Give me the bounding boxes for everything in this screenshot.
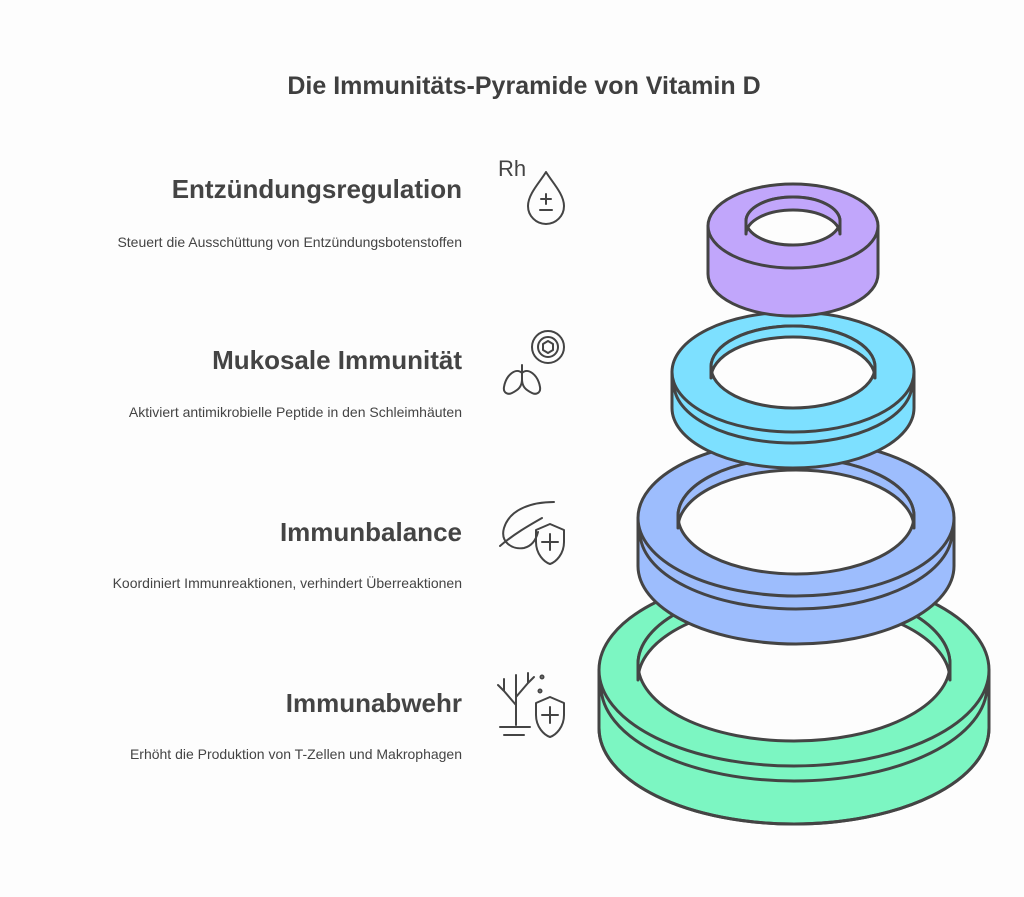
ring-mukosale-immunitaet [670,310,916,470]
layer-heading-immunbalance: Immunbalance [279,517,462,547]
layer-description-immunabwehr: Erhöht die Produktion von T-Zellen und M… [129,746,462,762]
layer-heading-mukosale-immunitaet: Mukosale Immunität [212,345,462,375]
layer-description-entzuendungsregulation: Steuert die Ausschüttung von Entzündungs… [117,234,462,250]
layer-description-mukosale-immunitaet: Aktiviert antimikrobielle Peptide in den… [128,404,462,420]
layer-heading-entzuendungsregulation: Entzündungsregulation [171,174,462,204]
rh-drop-plus-minus-icon: Rh [498,156,565,225]
ring-entzuendungsregulation [706,182,880,318]
rh-icon-label: Rh [498,156,526,181]
lungs-virus-icon [502,330,565,395]
ring-immunbalance [636,438,956,646]
layer-description-immunbalance: Koordiniert Immunreaktionen, verhindert … [112,575,462,591]
diagram-title: Die Immunitäts-Pyramide von Vitamin D [287,72,761,100]
layer-heading-immunabwehr: Immunabwehr [285,688,462,718]
tree-shield-icon [497,672,565,738]
leaf-shield-icon [499,501,565,565]
